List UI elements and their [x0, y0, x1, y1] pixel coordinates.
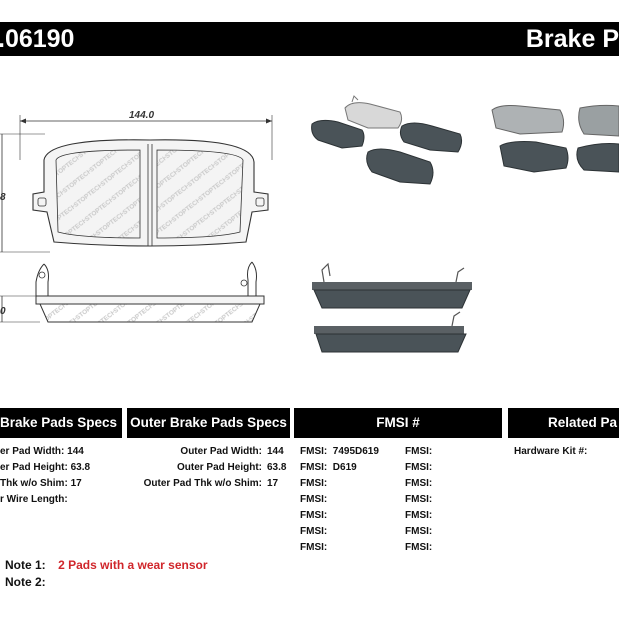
note-1-label: Note 1:	[5, 558, 46, 572]
outer-spec-row: Outer Pad Height: 63.8	[176, 462, 287, 473]
note-1-text: 2 Pads with a wear sensor	[58, 558, 208, 572]
fmsi-list-right: FMSI: FMSI: FMSI: FMSI: FMSI: FMSI: FMSI…	[405, 444, 501, 556]
fmsi-row: FMSI:	[300, 526, 328, 537]
part-number: .06190	[0, 25, 75, 53]
fmsi-row: FMSI:	[405, 462, 433, 473]
height-dimension-label: 8	[0, 192, 6, 203]
fmsi-list-left: FMSI: 7495D619 FMSI: D619 FMSI: FMSI: FM…	[300, 444, 396, 556]
pad-side-photo-bottom	[314, 311, 467, 353]
inner-spec-row: Thk w/o Shim: 17	[0, 478, 82, 489]
fmsi-row: FMSI:	[405, 494, 433, 505]
fmsi-row: FMSI:	[405, 526, 433, 537]
fmsi-row: FMSI:	[300, 478, 328, 489]
fmsi-row: FMSI:	[300, 542, 328, 553]
inner-spec-row: er Pad Height: 63.8	[0, 462, 91, 473]
outer-specs-list: Outer Pad Width: 144 Outer Pad Height: 6…	[127, 444, 290, 492]
fmsi-row: FMSI:	[300, 494, 328, 505]
height-dimension: 8	[0, 133, 50, 253]
hardware-kit-row: Hardware Kit #:	[514, 446, 588, 457]
outer-spec-row: Outer Pad Thk w/o Shim: 17	[143, 478, 279, 489]
related-parts-header: Related Pa	[508, 408, 619, 438]
fmsi-row: FMSI:	[405, 510, 433, 521]
fmsi-header: FMSI #	[294, 408, 502, 438]
title-bar	[0, 22, 619, 56]
inner-specs-header: Brake Pads Specs	[0, 408, 122, 438]
related-parts-list: Hardware Kit #:	[514, 444, 619, 460]
fmsi-row: FMSI: D619	[300, 462, 357, 473]
inner-spec-row: er Pad Width: 144	[0, 446, 84, 457]
width-dimension-label: 144.0	[129, 110, 154, 121]
pad-set-photo	[311, 95, 463, 185]
note-1: Note 1: 2 Pads with a wear sensor	[5, 556, 208, 574]
fmsi-row: FMSI:	[405, 446, 433, 457]
fmsi-row: FMSI: 7495D619	[300, 446, 379, 457]
pad-side-view	[35, 261, 265, 323]
width-dimension: 144.0	[19, 110, 273, 160]
note-2-label: Note 2:	[5, 575, 46, 589]
note-2: Note 2:	[5, 573, 46, 591]
fmsi-row: FMSI:	[405, 542, 433, 553]
fmsi-row: FMSI:	[405, 478, 433, 489]
inner-spec-row: r Wire Length:	[0, 494, 68, 505]
outer-spec-row: Outer Pad Width: 144	[180, 446, 284, 457]
pad-technical-drawing: STOPTECH 144.0 8 0	[0, 110, 273, 323]
thickness-dimension: 0	[0, 295, 40, 323]
pad-top-view	[32, 139, 269, 247]
inner-specs-list: er Pad Width: 144 er Pad Height: 63.8 Th…	[0, 444, 122, 508]
outer-specs-header: Outer Brake Pads Specs	[127, 408, 290, 438]
category-title: Brake P	[525, 25, 619, 53]
thickness-dimension-label: 0	[0, 306, 6, 317]
fmsi-row: FMSI:	[300, 510, 328, 521]
pad-side-photo-top	[312, 262, 472, 309]
pad-pair-photo	[491, 104, 619, 173]
